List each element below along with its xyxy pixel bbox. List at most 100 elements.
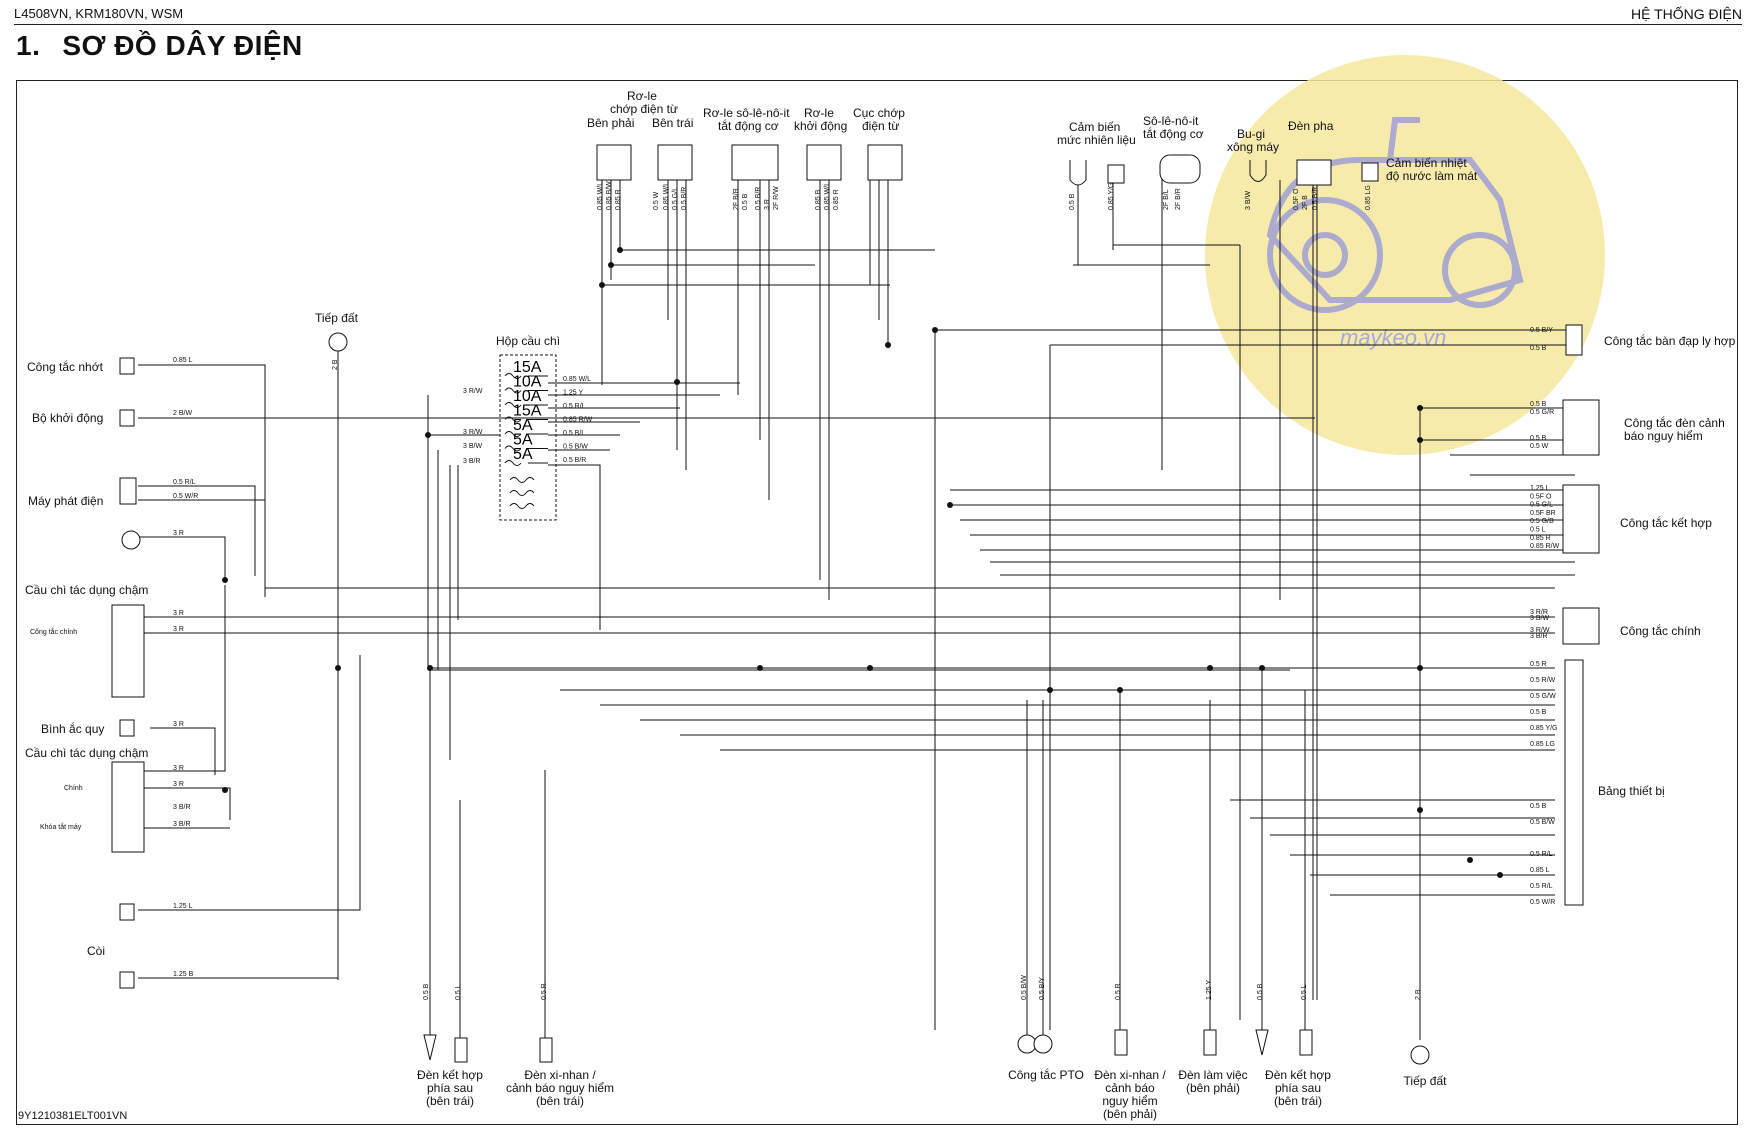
- stop-solenoid-label-1: Sô-lê-nô-it: [1143, 114, 1199, 128]
- glow-plug-label-1: Bu-gi: [1237, 127, 1265, 141]
- watermark-circle: [1205, 55, 1605, 455]
- wire-label-bottom: 2 B: [1415, 989, 1422, 1000]
- rear-left-lamp-label-1: Đèn kết hợp: [417, 1068, 483, 1082]
- glow-plug-label-2: xông máy: [1227, 140, 1279, 154]
- page-title: 1. SƠ ĐỒ DÂY ĐIỆN: [16, 30, 303, 62]
- headlight-label: Đèn pha: [1288, 119, 1334, 133]
- rear-right-lamp-label-3: (bên trái): [1274, 1094, 1322, 1108]
- relay-right-connector: [596, 144, 632, 181]
- right-connectors: [1562, 324, 1600, 906]
- fuse-symbol-icon: [504, 387, 548, 394]
- oil-switch-connector: [119, 357, 135, 375]
- title-text: SƠ ĐỒ DÂY ĐIỆN: [62, 30, 303, 61]
- engine-stop-relay-label-2: tắt động cơ: [718, 118, 779, 133]
- alternator-terminal-symbol-icon: [121, 530, 141, 550]
- wire-label-top: 0.5F O: [1293, 188, 1300, 210]
- wire-label-panel: 0.5 G/W: [1530, 693, 1556, 700]
- wire-label-panel: 0.5 B: [1530, 709, 1547, 716]
- wire-label-fb-in-3: 3 B/W: [463, 443, 482, 450]
- wire-label-battery: 3 R: [173, 721, 184, 728]
- wire-label-panel: 0.5 R/L: [1530, 883, 1553, 890]
- horn-label: Còi: [87, 944, 105, 958]
- wire-label-fuse-out: 0.5 R/L: [563, 403, 586, 410]
- pto-switch-symbol-icon-2: [1033, 1034, 1053, 1054]
- spare-fuse-symbol-icon: [509, 490, 535, 496]
- header-document-code: L4508VN, KRM180VN, WSM: [14, 6, 184, 21]
- wire-label-bottom: 0.5 B: [1257, 983, 1264, 1000]
- pto-switch-label: Công tắc PTO: [1008, 1067, 1084, 1082]
- relay-right-label: Bên phải: [587, 116, 634, 130]
- top-labels: Rơ-le chớp điện từ Bên phải Bên trái Rơ-…: [587, 89, 1478, 183]
- spare-fuse-symbol-icon: [509, 503, 535, 509]
- fuse-rating: 15A: [513, 359, 542, 376]
- fuse-symbol-icon: [504, 416, 548, 423]
- wire-label-fb-in-1: 3 R/W: [463, 388, 483, 395]
- wire-label-fuse-out: 0.85 R/W: [563, 417, 593, 424]
- wire-label-clutch: 0.5 B/Y: [1530, 327, 1553, 334]
- wire-label-main: 3 B/W: [1530, 615, 1549, 622]
- starter-relay-label-2: khởi động: [794, 119, 847, 133]
- wire-label-top: 0.85 B/W: [606, 181, 613, 210]
- title-number: 1.: [16, 30, 41, 61]
- bottom-components: [423, 1029, 1313, 1063]
- wire-label-hazard: 0.5 B: [1530, 435, 1547, 442]
- wire-label-bottom: 0.5 R: [1115, 983, 1122, 1000]
- wire-label-bottom: 1.25 Y: [1206, 980, 1213, 1000]
- fuse-symbol-icon: [504, 445, 548, 452]
- oil-switch-label: Công tắc nhớt: [27, 359, 104, 374]
- temp-sensor-label-1: Cảm biến nhiệt: [1386, 156, 1467, 170]
- ground-top-symbol-icon: [328, 332, 348, 352]
- wire-label-top: 2F R/W: [773, 186, 780, 210]
- wire-label-bottom: 0.5 R: [541, 983, 548, 1000]
- rear-right-lamp-label-2: phía sau: [1275, 1081, 1321, 1095]
- starter-relay-connector: [806, 144, 842, 181]
- main-switch-label: Công tắc chính: [1620, 623, 1701, 638]
- fuse-box-title: Hộp cầu chì: [496, 334, 560, 348]
- relay-group-title-2: chớp điện từ: [610, 102, 678, 116]
- fuse-symbol-icon: [504, 460, 548, 466]
- wire-label-combo: 0.85 R: [1530, 535, 1551, 542]
- wire-label-fuse-out: 0.5 B/R: [563, 457, 586, 464]
- header-section-title: HỆ THỐNG ĐIỆN: [1631, 6, 1742, 22]
- combo-switch-label: Công tắc kết hợp: [1620, 515, 1712, 530]
- battery-label: Bình ắc quy: [41, 721, 104, 736]
- wire-label-top: 0.5 B: [1069, 193, 1076, 210]
- figure-code: 9Y1210381ELT001VN: [18, 1110, 128, 1122]
- temp-sensor-connector: [1361, 162, 1379, 182]
- alternator-connector: [119, 477, 137, 505]
- wire-label-top: 0.5 W: [653, 191, 660, 210]
- turn-right-lamp-label-4: (bên phải): [1103, 1107, 1157, 1121]
- pto-switch-symbol-icon: [1017, 1034, 1037, 1054]
- rear-right-lamp-symbol-icon: [1255, 1029, 1269, 1056]
- slow-fuse-2-main-label: Chính: [64, 785, 83, 792]
- wire-label-top: 0.85 R: [833, 189, 840, 210]
- wire-label-hazard: 0.5 W: [1530, 443, 1549, 450]
- ground-bottom-label: Tiếp đất: [1404, 1074, 1448, 1088]
- wire-label-top: 0.5 B/R: [1312, 187, 1319, 210]
- fuse-symbol-icon: [504, 402, 548, 408]
- fuse-rating: 10A: [513, 374, 542, 391]
- fuse-rating: 5A: [513, 432, 533, 449]
- wire-label-top: 0.85 W/L: [663, 182, 670, 210]
- wire-label-combo: 0.5 L: [1530, 527, 1546, 534]
- wire-label-main: 3 R/R: [1530, 609, 1548, 616]
- wire-label-top: 0.85 LG: [1365, 185, 1372, 210]
- wire-group: [138, 175, 1575, 1050]
- clutch-switch-label: Công tắc bàn đạp ly hợp: [1604, 333, 1736, 348]
- main-switch-connector: [1562, 607, 1600, 645]
- wire-labels-fuse-out: 0.85 W/L1.25 Y0.5 R/L0.85 R/W0.5 B/L0.5 …: [563, 376, 593, 464]
- wire-label-combo: 0.5 G/B: [1530, 518, 1554, 525]
- combo-switch-connector: [1562, 484, 1600, 554]
- wire-label-hazard: 0.5 B: [1530, 401, 1547, 408]
- wire-label-top: 3 B/W: [1245, 191, 1252, 210]
- wire-label-fuse2-c: 3 B/R: [173, 804, 191, 811]
- wire-label-fuse2-b: 3 R: [173, 781, 184, 788]
- right-labels: Công tắc bàn đạp ly hợp Công tắc đèn cản…: [1598, 333, 1736, 798]
- left-labels: Tiếp đất Công tắc nhớt Bộ khởi động Máy …: [25, 311, 359, 958]
- wire-labels-right: 0.5 B/Y0.5 B0.5 B0.5 G/R0.5 B0.5 W1.25 L…: [1530, 327, 1560, 906]
- wire-label-fuse-out: 1.25 Y: [563, 390, 583, 397]
- wire-label-fuse1-b: 3 R: [173, 626, 184, 633]
- starter-relay-label-1: Rơ-le: [804, 106, 834, 120]
- wire-label-top: 0.85 B: [815, 189, 822, 210]
- ground-bottom-symbol-icon: [1410, 1045, 1430, 1065]
